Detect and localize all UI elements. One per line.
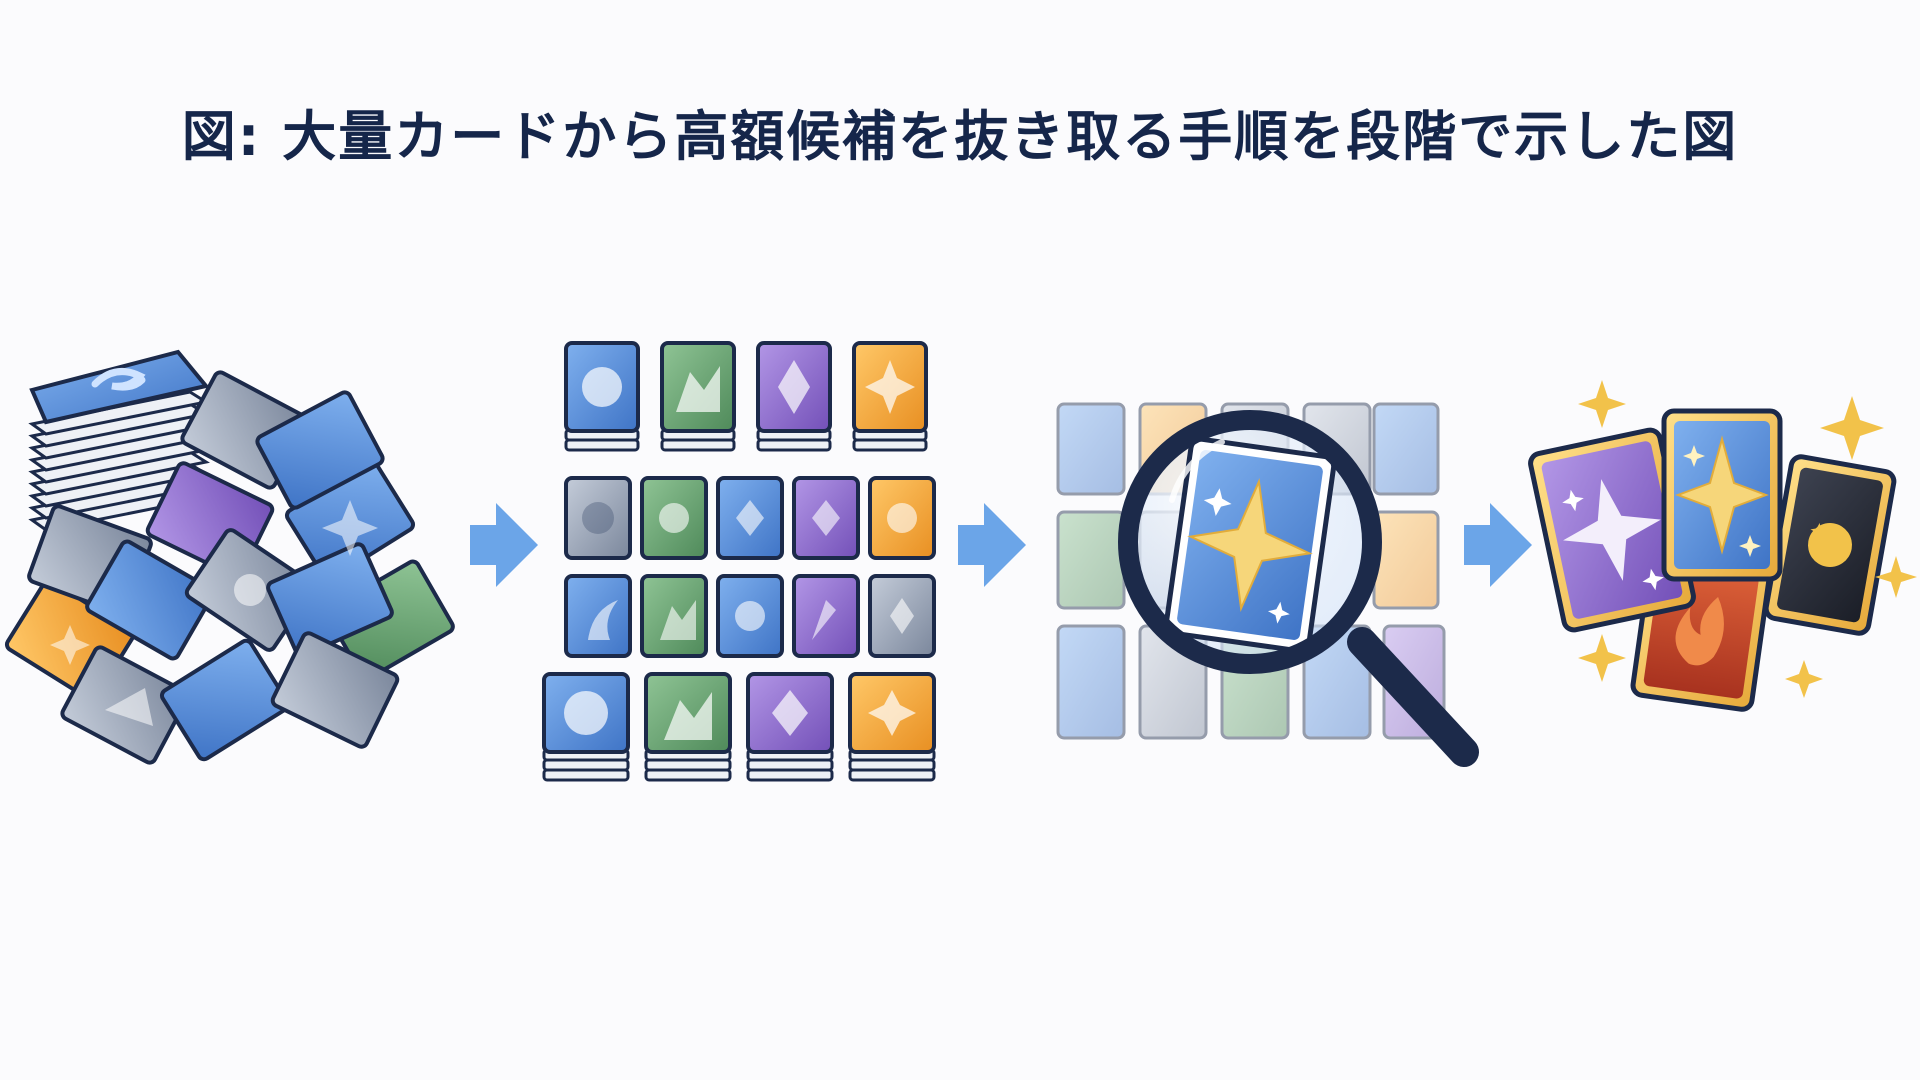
magnifying-glass-icon	[1118, 410, 1382, 674]
step-3-magnify-search	[1056, 402, 1479, 767]
sparkle-icons	[1578, 380, 1917, 698]
bottom-stack-row	[542, 672, 936, 782]
arrow-2-icon	[958, 503, 1026, 587]
top-stack-row	[564, 341, 928, 452]
rare-card-dark	[1763, 454, 1897, 636]
rare-card-blue-gold	[1661, 408, 1783, 582]
magnifier-handle	[1347, 627, 1479, 767]
rare-card-purple	[1528, 427, 1696, 633]
arrow-1-icon	[470, 503, 538, 587]
step-2-sorted-grid	[542, 341, 936, 782]
arrow-3-icon	[1464, 503, 1532, 587]
step-4-selected-cards	[1528, 380, 1917, 712]
middle-card-rows	[564, 476, 936, 658]
step-1-card-pile	[4, 349, 455, 765]
diagram-title: 図: 大量カードから高額候補を抜き取る手順を段階で示した図	[181, 105, 1739, 168]
